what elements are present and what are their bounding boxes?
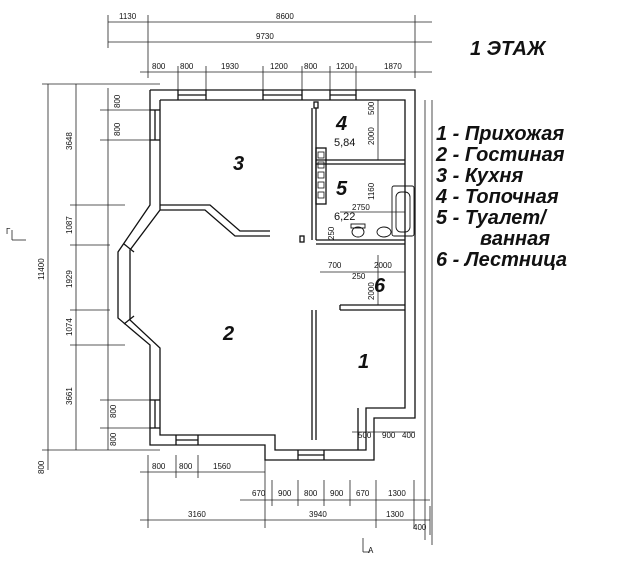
room-label-4: 4 — [335, 113, 347, 135]
dim-inner-2000: 2000 — [374, 261, 392, 270]
dim-left-2: 1087 — [65, 216, 74, 234]
dim-right-500: 500 — [367, 101, 376, 115]
left-dimension-lines — [11, 83, 160, 470]
dim-bottom2-1: 670 — [252, 489, 266, 498]
dim-inner-2750: 2750 — [352, 203, 370, 212]
dim-bottom2-5: 670 — [356, 489, 370, 498]
dim-left-inner-1: 800 — [113, 94, 122, 108]
dim-left-6: 800 — [37, 460, 46, 474]
dim-top-9730: 9730 — [256, 32, 274, 41]
dim-top3-4: 1200 — [270, 62, 288, 71]
bottom-dimension-lines — [140, 455, 431, 553]
dim-inner-700: 700 — [328, 261, 342, 270]
dim-top-1130: 1130 — [119, 12, 137, 21]
dim-bottom1-1: 800 — [152, 462, 166, 471]
inner-dim-lines — [320, 211, 415, 433]
dim-top3-6: 1200 — [336, 62, 354, 71]
right-dimension-lines — [377, 100, 433, 545]
dim-left-total: 11400 — [37, 258, 46, 280]
dim-top3-3: 1930 — [221, 62, 239, 71]
dim-bottom-400: 400 — [413, 523, 427, 532]
dim-top3-7: 1870 — [384, 62, 402, 71]
dim-bottom1-2: 800 — [179, 462, 193, 471]
dim-inner-250b: 250 — [352, 272, 366, 281]
stove-icon — [317, 151, 325, 199]
dim-inner-250a: 250 — [327, 226, 336, 240]
legend-item: 1 - Прихожая — [436, 123, 565, 145]
dim-inner-400: 400 — [402, 431, 416, 440]
dim-bottom2-6: 1300 — [388, 489, 406, 498]
room-area-5: 6,22 — [334, 211, 355, 223]
room-legend: 1 - Прихожая 2 - Гостиная 3 - Кухня 4 - … — [436, 124, 626, 271]
legend-item: 6 - Лестница — [436, 249, 567, 271]
dim-left-1: 3648 — [65, 132, 74, 150]
legend-item: ванная — [480, 228, 550, 250]
dim-left-3: 1929 — [65, 270, 74, 288]
dim-right-2000: 2000 — [367, 127, 376, 145]
toilet-icon — [350, 223, 366, 238]
dim-inner-500: 500 — [358, 431, 372, 440]
room-label-1: 1 — [358, 351, 369, 373]
sink-icon — [376, 226, 392, 238]
dim-top3-5: 800 — [304, 62, 318, 71]
dim-bottom2-3: 800 — [304, 489, 318, 498]
room-label-2: 2 — [222, 323, 234, 345]
dim-right-1160: 1160 — [367, 182, 376, 200]
dim-left-inner-4: 800 — [109, 432, 118, 446]
dim-bottom3-1: 3160 — [188, 510, 206, 519]
dim-bottom1-3: 1560 — [213, 462, 231, 471]
dim-left-inner-3: 800 — [109, 404, 118, 418]
legend-item: 2 - Гостиная — [436, 144, 565, 166]
section-mark-left: Г — [6, 227, 11, 236]
dim-top-8600: 8600 — [276, 12, 294, 21]
top-dimension-lines — [107, 15, 432, 90]
dim-top3-2: 800 — [180, 62, 194, 71]
dim-left-4: 1074 — [65, 318, 74, 336]
floor-title: 1 ЭТАЖ — [470, 38, 546, 60]
room-area-4: 5,84 — [334, 137, 355, 149]
dim-right-2000b: 2000 — [367, 282, 376, 300]
dim-inner-900: 900 — [382, 431, 396, 440]
legend-item: 4 - Топочная — [436, 186, 559, 208]
legend-item: 5 - Туалет/ — [436, 207, 546, 229]
walls — [117, 89, 416, 461]
room-label-3: 3 — [233, 153, 244, 175]
dim-left-inner-2: 800 — [113, 122, 122, 136]
legend-item: 3 - Кухня — [436, 165, 524, 187]
room-label-5: 5 — [336, 178, 348, 200]
dim-bottom2-4: 900 — [330, 489, 344, 498]
dim-bottom3-3: 1300 — [386, 510, 404, 519]
bathtub-icon — [391, 185, 415, 237]
room-label-6: 6 — [374, 275, 386, 297]
section-mark-bottom: А — [368, 546, 374, 555]
dim-bottom3-2: 3940 — [309, 510, 327, 519]
dim-top3-1: 800 — [152, 62, 166, 71]
dim-left-5: 3661 — [65, 387, 74, 405]
dim-bottom2-2: 900 — [278, 489, 292, 498]
